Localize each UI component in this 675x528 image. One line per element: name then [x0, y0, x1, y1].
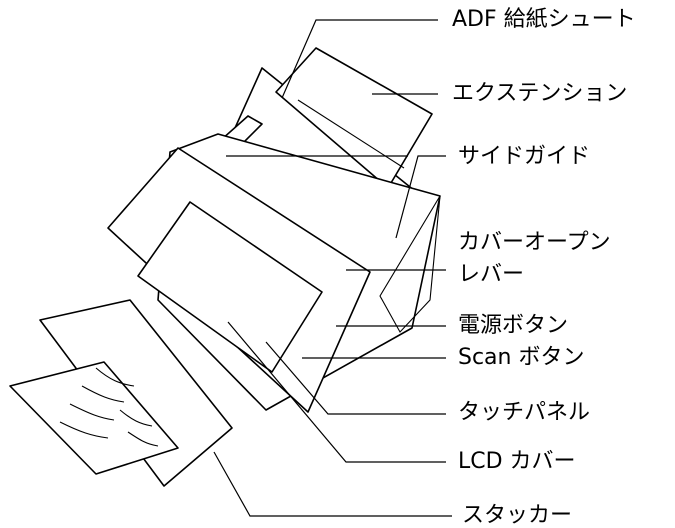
- label-side-guide: サイドガイド: [458, 144, 591, 169]
- label-cover-open-lever-line2: レバー: [458, 262, 525, 287]
- label-touch-panel: タッチパネル: [458, 400, 591, 425]
- label-power-button: 電源ボタン: [458, 313, 569, 338]
- leader-touch-panel: [265, 341, 446, 415]
- label-scan-button: Scan ボタン: [458, 345, 585, 370]
- leader-lcd-cover: [227, 321, 446, 463]
- label-adf-chute: ADF 給紙シュート: [452, 7, 636, 32]
- leader-adf-chute: [281, 19, 438, 99]
- leader-stacker: [213, 451, 452, 517]
- label-stacker: スタッカー: [462, 503, 573, 528]
- label-cover-open-lever-line1: カバーオープン: [458, 230, 611, 255]
- extension-fold-line: [297, 99, 405, 169]
- leader-lines: [213, 19, 452, 517]
- body-right-side: [379, 195, 441, 333]
- stacker-extension: [9, 361, 179, 475]
- label-lcd-cover: LCD カバー: [458, 449, 576, 474]
- leader-side-guide-right: [395, 155, 446, 239]
- label-extension: エクステンション: [452, 81, 628, 106]
- touch-panel: [137, 201, 323, 373]
- stacker-guide-lines: [59, 367, 159, 447]
